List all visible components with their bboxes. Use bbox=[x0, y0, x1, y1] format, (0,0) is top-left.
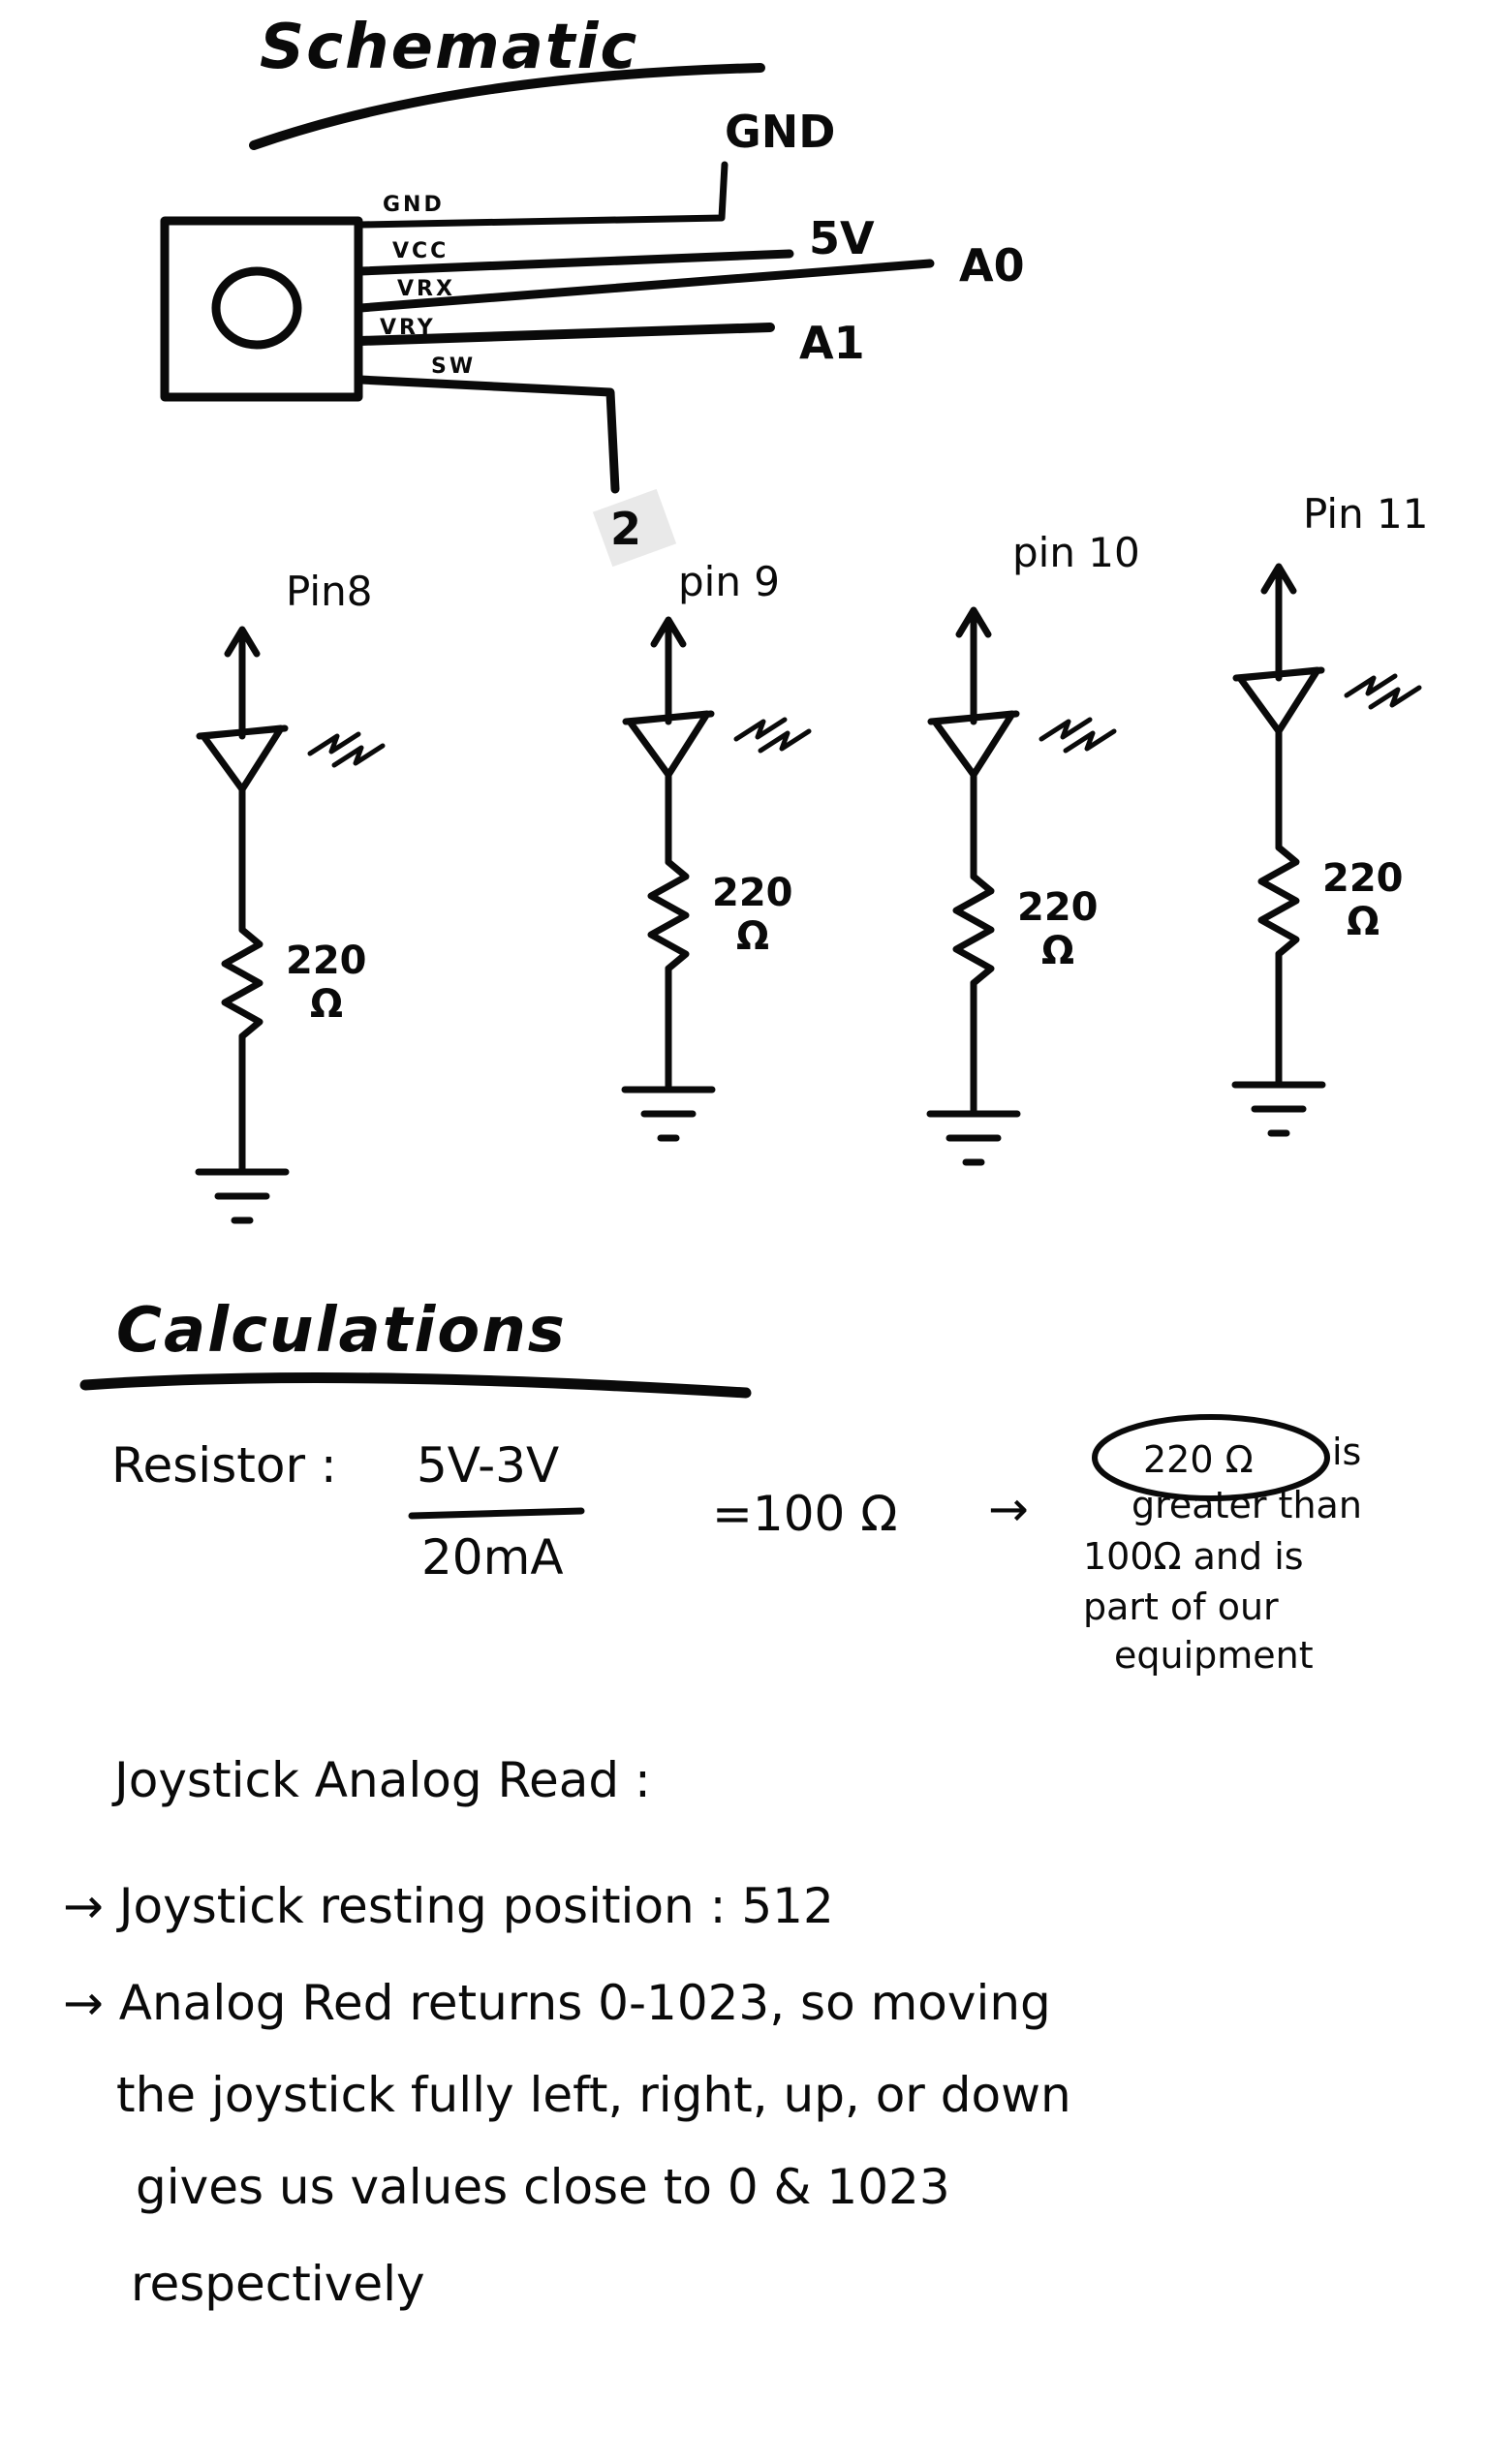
note-line-5: equipment bbox=[1114, 1634, 1314, 1677]
joystick-module bbox=[160, 216, 363, 402]
conn-gnd: GND bbox=[725, 106, 835, 158]
led-icon bbox=[927, 710, 1020, 779]
continuation-3: respectively bbox=[131, 2256, 425, 2312]
fraction-numerator: 5V-3V bbox=[417, 1437, 559, 1494]
resistor-value: 220 bbox=[1017, 885, 1099, 930]
resistor-value: 220 bbox=[1322, 856, 1404, 901]
joystick-knob-icon bbox=[211, 266, 302, 350]
calculations-title: Calculations bbox=[116, 1295, 567, 1367]
resistor-unit: Ω bbox=[736, 914, 769, 959]
calc-result: =100 Ω bbox=[712, 1486, 897, 1542]
led-icon bbox=[196, 724, 289, 793]
resistor-unit: Ω bbox=[1041, 929, 1074, 973]
module-pin-vry: VRY bbox=[380, 316, 436, 340]
joystick-wires bbox=[356, 161, 935, 494]
up-arrow-icon bbox=[650, 616, 687, 725]
conn-pin2: 2 bbox=[610, 503, 641, 555]
led-pin-label: pin 10 bbox=[1012, 529, 1140, 576]
schematic-title: Schematic bbox=[260, 12, 638, 83]
conn-a1: A1 bbox=[799, 317, 865, 369]
resistor-value: 220 bbox=[286, 939, 367, 983]
conn-a0: A0 bbox=[959, 239, 1025, 292]
resistor-icon bbox=[952, 873, 995, 987]
calc-underline bbox=[79, 1372, 752, 1399]
fraction-denominator: 20mA bbox=[421, 1529, 564, 1586]
note-line-3: 100Ω and is bbox=[1083, 1535, 1304, 1578]
module-pin-gnd: GND bbox=[383, 193, 445, 217]
ground-icon bbox=[621, 1086, 716, 1142]
led-icon bbox=[622, 710, 715, 779]
note-line-1: is bbox=[1332, 1431, 1361, 1473]
smudge bbox=[592, 488, 677, 568]
bullet-1: → Joystick resting position : 512 bbox=[63, 1878, 834, 1934]
resistor-unit: Ω bbox=[310, 982, 343, 1027]
ground-icon bbox=[195, 1168, 290, 1224]
title-underline bbox=[249, 63, 765, 150]
module-pin-vrx: VRX bbox=[397, 277, 455, 301]
ground-icon bbox=[1231, 1081, 1326, 1137]
up-arrow-icon bbox=[955, 606, 992, 725]
led-pin-label: pin 9 bbox=[678, 558, 780, 605]
led-icon bbox=[1232, 666, 1325, 735]
note-line-2: greater than bbox=[1132, 1484, 1362, 1526]
light-rays-icon bbox=[1038, 717, 1117, 754]
led-pin-label: Pin8 bbox=[286, 568, 372, 615]
joystick-heading: Joystick Analog Read : bbox=[111, 1752, 651, 1808]
module-pin-sw: SW bbox=[431, 354, 476, 379]
chosen-resistor: 220 Ω bbox=[1143, 1438, 1254, 1481]
arrow-icon: → bbox=[988, 1481, 1029, 1537]
note-line-4: part of our bbox=[1083, 1586, 1279, 1628]
continuation-1: the joystick fully left, right, up, or d… bbox=[116, 2067, 1071, 2123]
light-rays-icon bbox=[733, 717, 812, 754]
resistor-icon bbox=[647, 858, 690, 972]
light-rays-icon bbox=[307, 731, 386, 768]
led-pin-label: Pin 11 bbox=[1303, 490, 1429, 538]
resistor-unit: Ω bbox=[1347, 900, 1380, 944]
up-arrow-icon bbox=[1260, 563, 1297, 682]
bullet-2: → Analog Red returns 0-1023, so moving bbox=[63, 1975, 1051, 2031]
module-pin-vcc: VCC bbox=[392, 239, 449, 263]
resistor-icon bbox=[1257, 844, 1300, 958]
fraction-bar bbox=[408, 1507, 585, 1520]
chosen-circle bbox=[1092, 1414, 1330, 1501]
resistor-value: 220 bbox=[712, 871, 793, 915]
resistor-icon bbox=[221, 926, 264, 1040]
light-rays-icon bbox=[1344, 673, 1422, 710]
ground-icon bbox=[926, 1110, 1021, 1166]
resistor-label: Resistor : bbox=[111, 1437, 337, 1494]
up-arrow-icon bbox=[224, 626, 261, 740]
continuation-2: gives us values close to 0 & 1023 bbox=[136, 2159, 950, 2215]
conn-5v: 5V bbox=[809, 212, 875, 264]
